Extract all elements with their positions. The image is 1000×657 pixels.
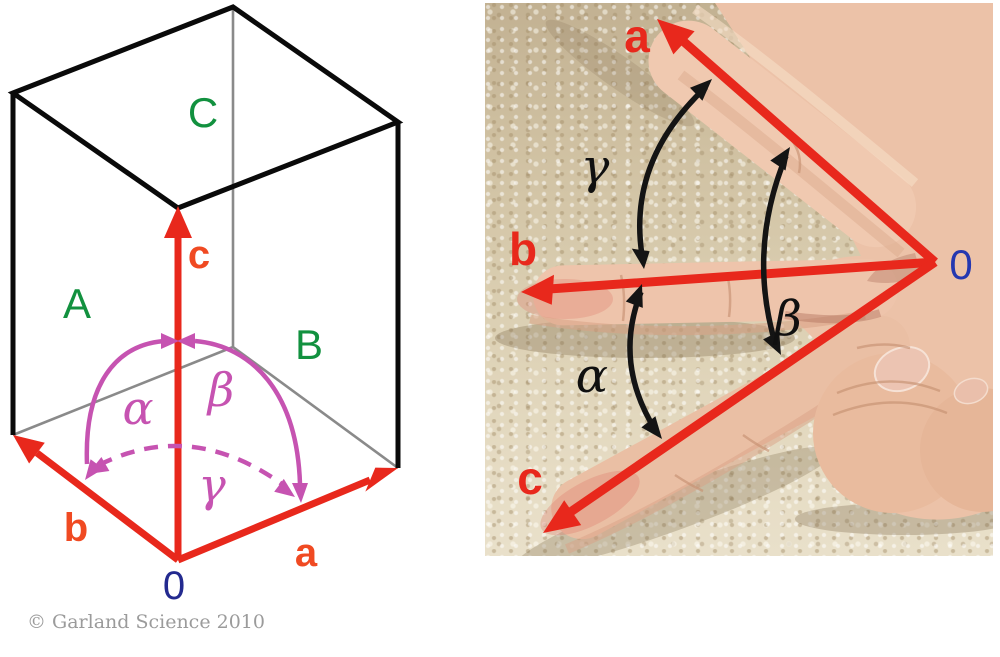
photo-gamma-arc [637, 84, 708, 262]
ring-fingernail [873, 345, 931, 393]
photo-angle-gamma-label: γ [581, 139, 610, 195]
photo-gamma-arrowhead-top [690, 79, 712, 101]
photo-alpha-arrowhead-bottom [641, 416, 662, 439]
photo-axis-a-label: a [624, 10, 650, 62]
alpha-arc [84, 338, 165, 465]
origin-label: 0 [163, 564, 185, 608]
gamma-arrowhead-left [88, 457, 110, 474]
photo-beta-arrowhead-top [770, 147, 790, 171]
middle-finger [551, 315, 910, 540]
hidden-edges [12, 7, 399, 470]
photo-gamma-arrowhead-bottom [631, 248, 650, 269]
angle-gamma-label: γ [198, 458, 226, 512]
photo-axis-a-arrow [680, 37, 938, 266]
hand-photo: a b c 0 γ α β [485, 3, 993, 556]
photo-angle-arcs [627, 84, 789, 433]
photo-axis-a-arrowhead [657, 19, 695, 55]
angle-arcs [84, 338, 303, 489]
photo-alpha-arrowhead-top [625, 284, 643, 308]
photo-axis-b-arrowhead [521, 274, 554, 305]
beta-arrowhead-bottom [292, 483, 308, 503]
photo-beta-arrowhead-bottom [763, 331, 781, 355]
axis-c-arrowhead [164, 206, 192, 238]
face-b-label: B [295, 321, 323, 368]
photo-axis-c-label: c [517, 452, 543, 504]
angle-alpha-label: α [122, 381, 153, 435]
axis-a-arrow [176, 476, 372, 564]
photo-origin-label: 0 [949, 241, 972, 288]
gamma-arrowhead-right [274, 478, 295, 497]
beta-arc [194, 338, 303, 485]
cell-edges [7, 4, 404, 468]
pinky-fingernail [953, 377, 989, 405]
copyright-text: © Garland Science 2010 [27, 611, 265, 633]
pinky-knuckle [920, 388, 993, 512]
photo-alpha-arc [627, 290, 659, 433]
axis-b-label: b [64, 506, 88, 550]
alpha-arrowhead-top [161, 333, 179, 349]
beta-arrowhead-top [177, 333, 195, 349]
photo-angle-alpha-label: α [576, 348, 608, 404]
photo-axis-c-arrowhead [543, 500, 582, 533]
axis-a-arrowhead [365, 467, 398, 492]
axis-c-label: c [188, 233, 210, 277]
face-a-label: A [63, 280, 91, 327]
photo-axis-b-label: b [509, 223, 537, 275]
photo-angle-beta-label: β [772, 291, 802, 347]
unit-cell-labels: C A B c b a 0 α β γ [63, 89, 323, 608]
axis-b-arrow [34, 450, 181, 563]
axis-b-arrowhead [13, 435, 45, 464]
gamma-arc-dashed [97, 443, 288, 489]
angle-beta-label: β [206, 363, 235, 417]
hand-photo-overlay: a b c 0 γ α β [495, 3, 993, 556]
photo-axis-arrows [521, 19, 938, 533]
axis-arrows [13, 206, 398, 564]
photo-angle-arrowheads [625, 79, 790, 439]
face-c-label: C [188, 89, 218, 136]
photo-labels: a b c 0 γ α β [509, 10, 973, 504]
angle-arc-arrowheads [85, 333, 308, 503]
photo-beta-arc [760, 154, 789, 347]
photo-axis-b-arrow [548, 257, 936, 294]
axis-a-label: a [295, 531, 318, 575]
photo-axis-c-arrow [566, 258, 938, 517]
unit-cell-diagram: C A B c b a 0 α β γ [7, 4, 404, 608]
